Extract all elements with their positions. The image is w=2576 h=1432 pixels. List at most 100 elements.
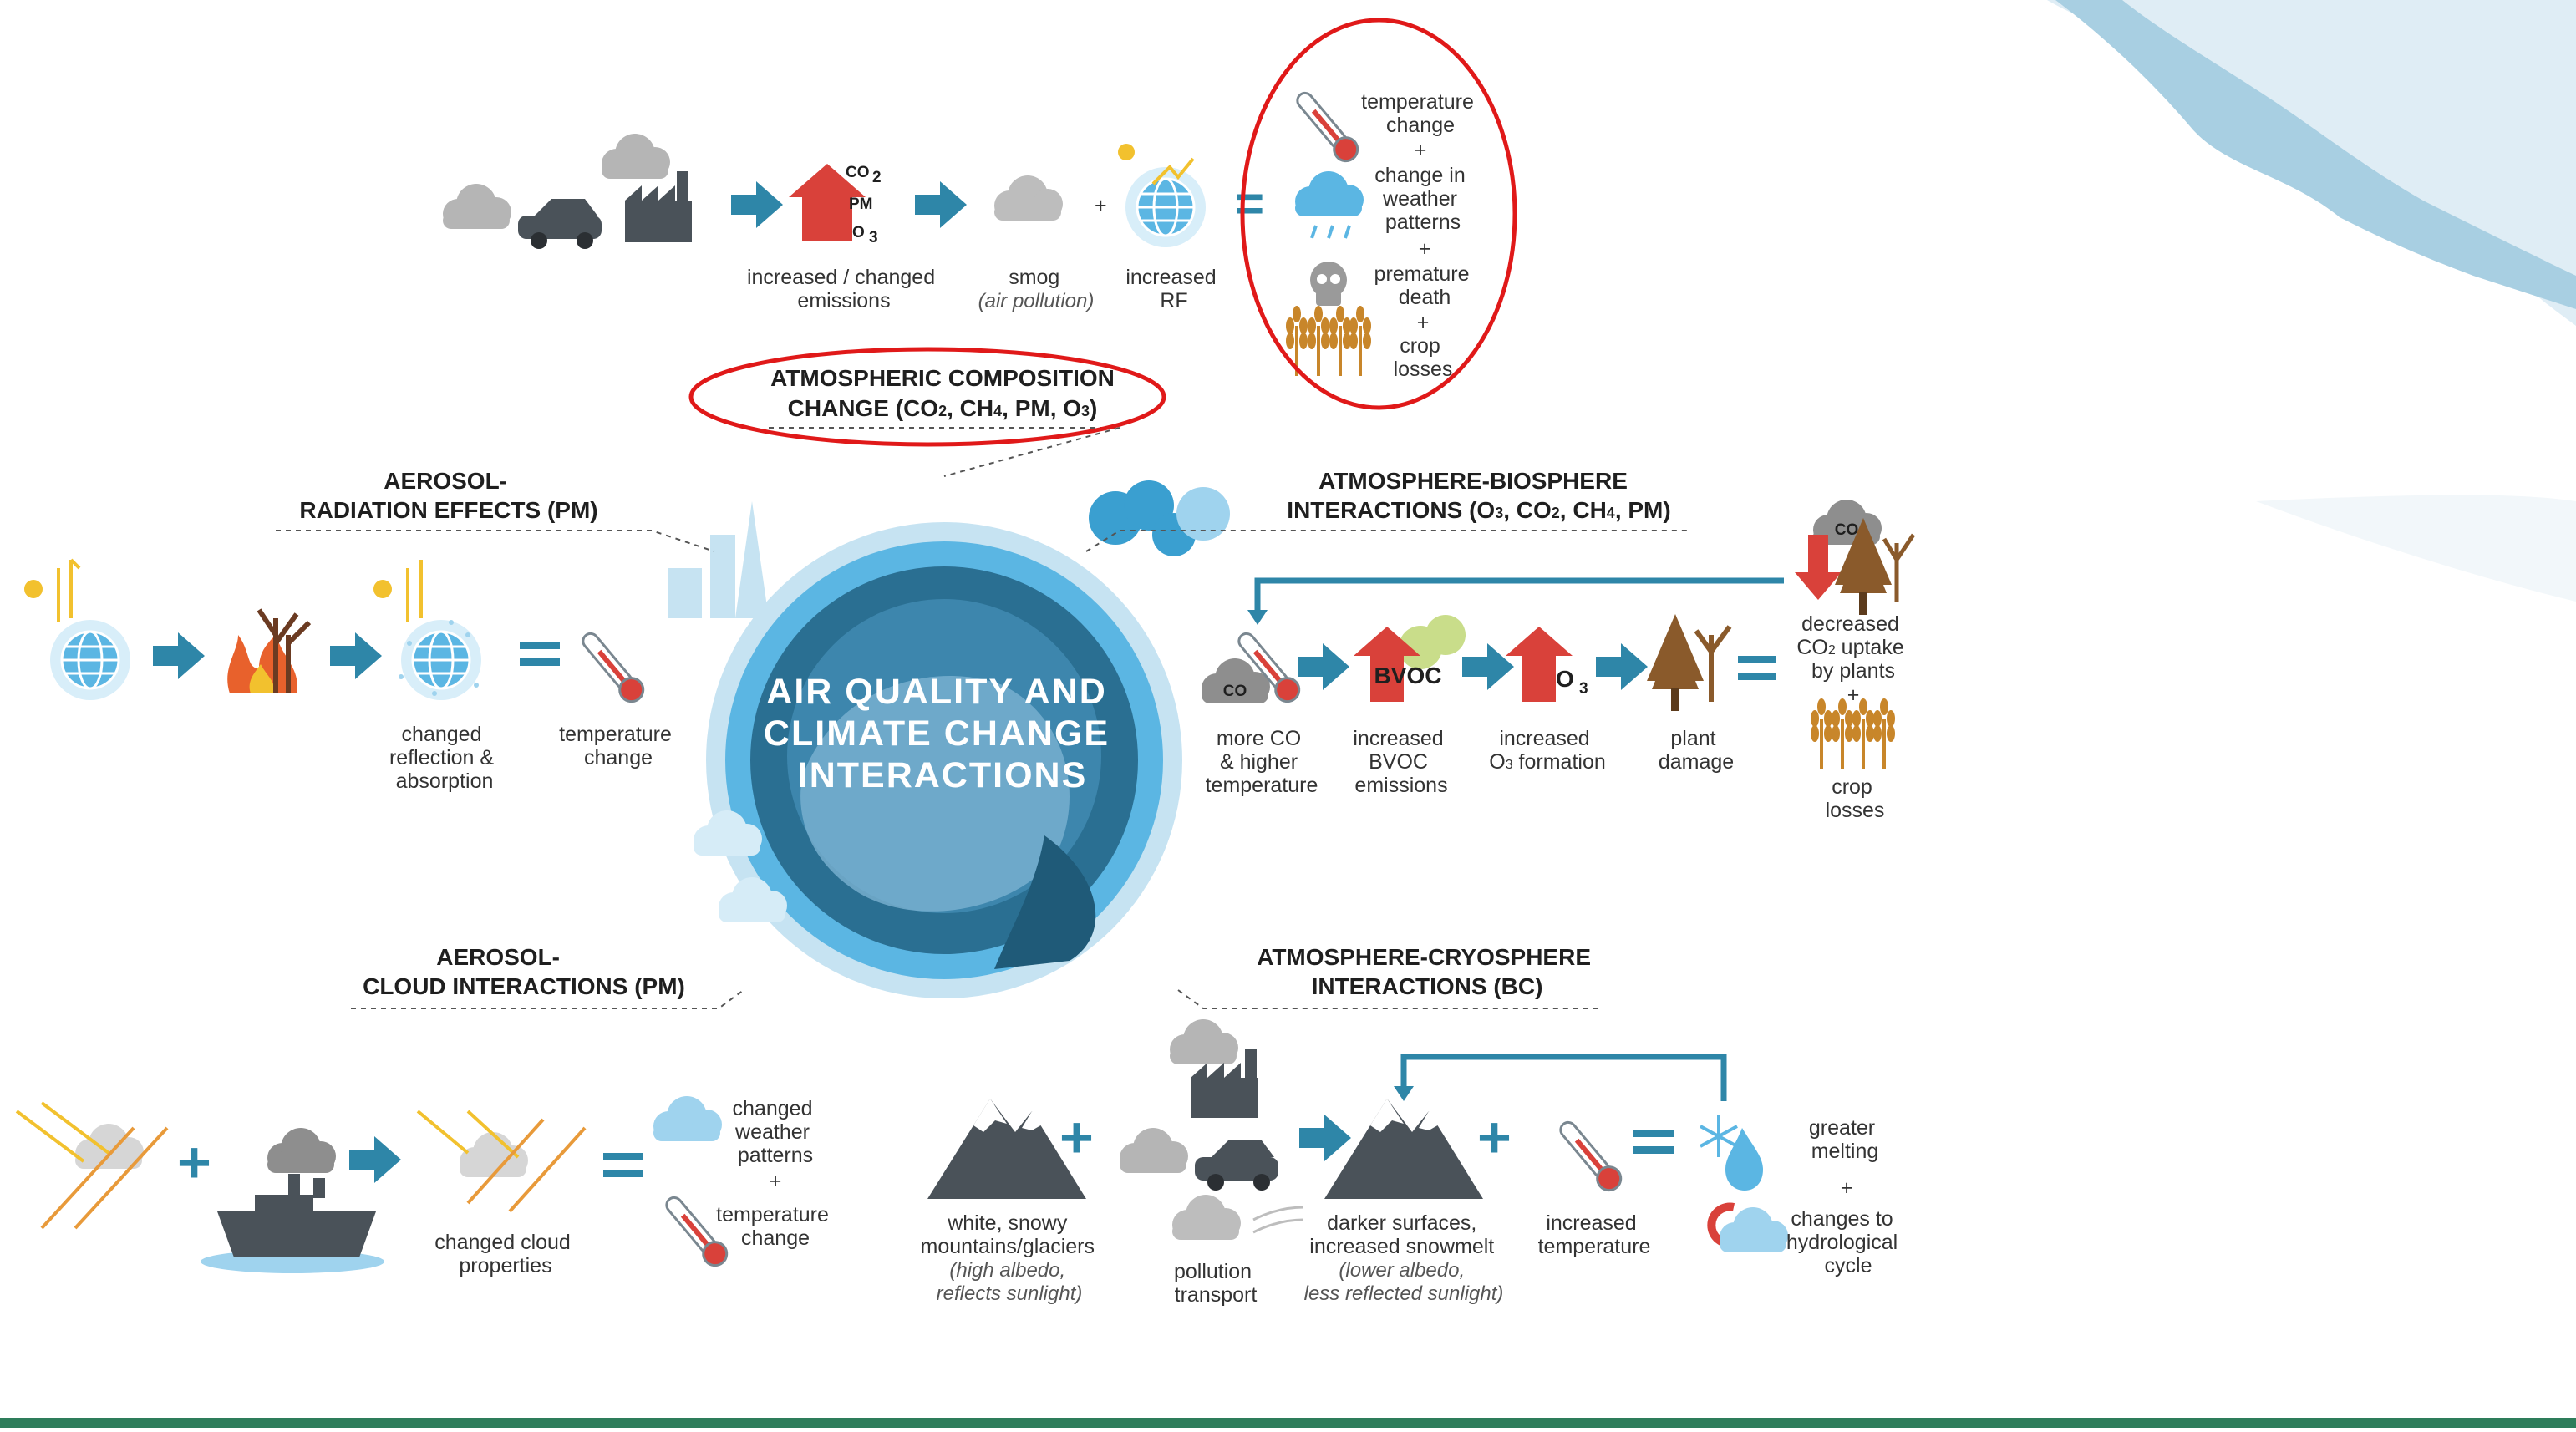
impact-weather: change in weather patterns: [1374, 164, 1471, 234]
composition-title-line1: ATMOSPHERIC COMPOSITION: [770, 365, 1115, 391]
biosphere-title-line1: ATMOSPHERE-BIOSPHERE: [1318, 468, 1628, 494]
arrow-icon: [915, 181, 967, 228]
center-title: AIR QUALITY AND CLIMATE CHANGE INTERACTI…: [764, 672, 1121, 795]
hydrological-label: changes to hydrological cycle: [1786, 1207, 1903, 1277]
equals-icon: [1738, 656, 1776, 680]
svg-text:CO: CO: [846, 164, 870, 181]
arrow-icon: [1299, 1115, 1351, 1161]
darker-label: darker surfaces, increased snowmelt (low…: [1304, 1211, 1504, 1305]
plus-sign: +: [1417, 311, 1430, 334]
temperature-label: temperature change: [559, 723, 678, 769]
arrow-icon: [731, 181, 783, 228]
footer-bar: [0, 1418, 2576, 1428]
smog-label: smog (air pollution): [978, 266, 1095, 312]
svg-text:O: O: [852, 224, 865, 241]
rf-label: increased RF: [1125, 266, 1222, 312]
equals-icon: [1633, 1130, 1674, 1154]
arrow-icon: [330, 632, 382, 679]
map-decoration: [2047, 0, 2576, 602]
globe-rf-icon: [1118, 144, 1207, 249]
city-skyline-icon: [668, 501, 769, 618]
cloud-title: AEROSOL- CLOUD INTERACTIONS (PM): [363, 944, 685, 999]
reflection-label: changed reflection & absorption: [389, 723, 500, 793]
composition-title-line2: CHANGE (CO2, CH4, PM, O3): [788, 395, 1098, 421]
wildfire-icon: [227, 608, 312, 693]
biosphere-section: ATMOSPHERE-BIOSPHERE INTERACTIONS (O3, C…: [1085, 468, 1916, 822]
cryosphere-title: ATMOSPHERE-CRYOSPHERE INTERACTIONS (BC): [1257, 944, 1598, 999]
arrow-icon: [349, 1136, 401, 1183]
more-co2-label: more CO & higher temperature: [1206, 727, 1318, 797]
thermometer-icon: [1552, 1115, 1627, 1196]
highlight-ellipse-impacts: [1240, 18, 1517, 410]
ship-icon: [201, 1128, 384, 1273]
impacts-group: temperature change + change in weather p…: [1240, 18, 1517, 410]
melting-label: greater melting: [1809, 1116, 1881, 1163]
uptake-label: decreased CO2 uptake by plants: [1796, 612, 1909, 683]
uptake-icon: CO: [1795, 500, 1916, 615]
snowy-label: white, snowy mountains/glaciers (high al…: [921, 1211, 1099, 1305]
central-globe: AIR QUALITY AND CLIMATE CHANGE INTERACTI…: [668, 480, 1230, 998]
emissions-label: increased / changed emissions: [747, 266, 941, 312]
cryosphere-section: ATMOSPHERE-CRYOSPHERE INTERACTIONS (BC) …: [921, 944, 1903, 1307]
svg-text:O: O: [1556, 666, 1574, 692]
aerosol-radiation-section: AEROSOL- RADIATION EFFECTS (PM): [24, 468, 715, 793]
plant-damage-label: plant damage: [1659, 727, 1734, 774]
damaged-tree-icon: [1647, 614, 1732, 711]
plus-sign: +: [1477, 1104, 1512, 1170]
plus-sign: +: [1841, 1176, 1853, 1200]
dark-mountain-icon: [1324, 1099, 1483, 1199]
globe-aerosol-icon: [373, 560, 483, 702]
plus-sign: +: [1059, 1104, 1094, 1170]
equals-icon: [603, 1153, 643, 1177]
hydrological-cycle-icon: [1707, 1202, 1788, 1252]
arrow-icon: [153, 632, 205, 679]
smog-icon: [994, 175, 1063, 221]
bvoc-label: increased BVOC emissions: [1353, 727, 1449, 797]
svg-text:PM: PM: [849, 196, 873, 213]
svg-text:CO: CO: [1835, 521, 1859, 539]
composition-title: ATMOSPHERIC COMPOSITION CHANGE (CO2, CH4…: [688, 347, 1166, 477]
increased-temperature-label: increased temperature: [1538, 1211, 1651, 1258]
plus-sign: +: [1415, 139, 1427, 162]
rain-cloud-icon: [653, 1096, 722, 1141]
cloud-properties-label: changed cloud properties: [434, 1231, 577, 1277]
snowflake-icon: [1700, 1115, 1738, 1157]
sunlight-rays-icon: [15, 1101, 169, 1230]
o3-icon: O 3: [1506, 627, 1588, 702]
impact-crop: crop losses: [1394, 334, 1453, 381]
impact-death: premature death: [1374, 262, 1476, 309]
plus-sign: +: [770, 1170, 782, 1193]
highlight-ellipse-composition: [688, 347, 1166, 447]
rain-cloud-icon: [1295, 171, 1364, 239]
crop-icon: [1286, 306, 1371, 376]
svg-text:2: 2: [872, 169, 882, 186]
up-arrow-icon: [789, 164, 866, 241]
plus-sign: +: [1847, 683, 1860, 707]
transport-label: pollution transport: [1174, 1260, 1258, 1307]
impact-temperature: temperature change: [1361, 90, 1480, 137]
crop-icon: [1811, 698, 1895, 769]
weather-label: changed weather patterns: [733, 1097, 819, 1167]
plus-sign: +: [1419, 237, 1431, 261]
arrow-icon: [1462, 643, 1514, 690]
bvoc-icon: BVOC: [1354, 615, 1466, 702]
skull-icon: [1310, 262, 1347, 306]
plus-sign: +: [1095, 194, 1107, 217]
factory-car-icon: [1120, 1019, 1304, 1240]
globe-sun-icon: [24, 558, 132, 702]
crop-losses-label: crop losses: [1826, 775, 1885, 822]
cloud-temperature-label: temperature change: [716, 1203, 835, 1250]
svg-text:CO: CO: [1223, 683, 1247, 700]
svg-text:BVOC: BVOC: [1374, 663, 1442, 688]
svg-text:3: 3: [869, 229, 878, 246]
arrow-icon: [1596, 643, 1648, 690]
aerosol-radiation-title: AEROSOL- RADIATION EFFECTS (PM): [299, 468, 597, 523]
equals-sign: =: [1235, 175, 1264, 231]
plus-sign: +: [177, 1130, 211, 1195]
cloud-rays-icon: [416, 1110, 587, 1213]
cloud-section: AEROSOL- CLOUD INTERACTIONS (PM) +: [15, 944, 835, 1277]
thermometer-icon: [575, 627, 649, 708]
thermometer-icon: [1289, 86, 1364, 167]
car-icon: [518, 199, 602, 249]
